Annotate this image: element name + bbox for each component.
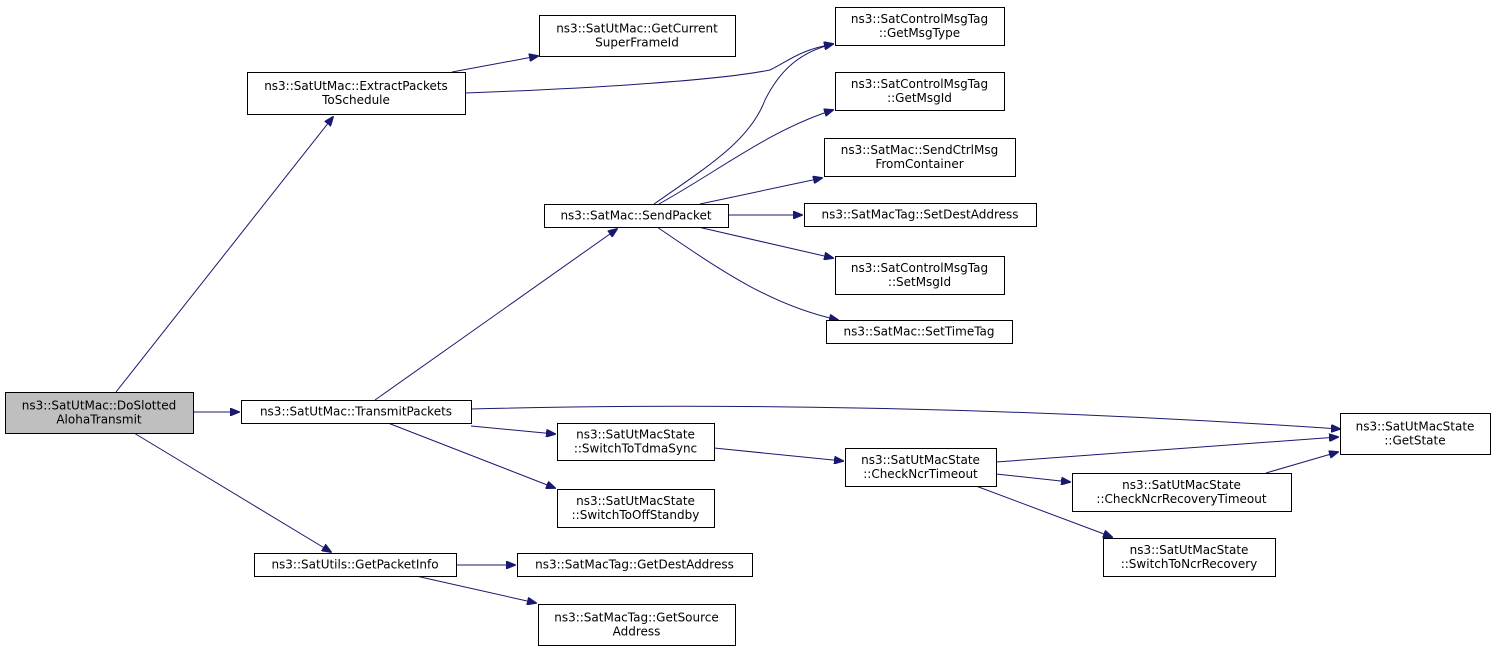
node-label-line: ns3::SatUtMacState: [1356, 420, 1475, 434]
node-label-line: ns3::SatUtMac::DoSlotted: [22, 399, 176, 413]
edge-transmit-to-switch_tdma: [470, 425, 555, 434]
node-label-line: ns3::SatUtils::GetPacketInfo: [271, 558, 438, 572]
node-label-line: ::SwitchToOffStandby: [572, 508, 700, 522]
node-label-line: ns3::SatUtMac::GetCurrent: [556, 22, 718, 36]
edge-get_packet_info-to-get_source: [415, 575, 536, 603]
node-get-state[interactable]: ns3::SatUtMacState::GetState: [1340, 413, 1491, 455]
edge-do_slotted-to-get_packet_info: [133, 432, 331, 552]
node-label-line: Address: [613, 625, 661, 639]
edges-layer: [115, 44, 1340, 603]
node-check-ncr[interactable]: ns3::SatUtMacState::CheckNcrTimeout: [845, 448, 997, 487]
node-label-line: ::GetMsgType: [879, 26, 960, 40]
node-switch-ncr-rec[interactable]: ns3::SatUtMacState::SwitchToNcrRecovery: [1103, 538, 1276, 577]
node-box: [544, 204, 729, 228]
node-box: [1072, 473, 1292, 512]
node-box: [254, 553, 457, 577]
node-switch-off[interactable]: ns3::SatUtMacState::SwitchToOffStandby: [557, 489, 715, 528]
edge-send_packet-to-get_msg_id: [658, 110, 833, 205]
node-box: [539, 15, 736, 57]
node-box: [845, 448, 997, 487]
node-label-line: ns3::SatControlMsgTag: [851, 12, 988, 26]
node-box: [1340, 413, 1491, 455]
node-box: [835, 7, 1005, 46]
node-label-line: ns3::SatMacTag::SetDestAddress: [821, 208, 1018, 222]
node-label-line: ns3::SatUtMacState: [1122, 478, 1241, 492]
node-label-line: ::CheckNcrTimeout: [863, 467, 978, 481]
node-get-msg-type[interactable]: ns3::SatControlMsgTag::GetMsgType: [835, 7, 1005, 46]
edge-do_slotted-to-extract: [115, 117, 333, 393]
edge-send_packet-to-send_ctrl: [699, 178, 822, 205]
node-box: [557, 489, 715, 528]
node-label-line: ns3::SatMacTag::GetDestAddress: [535, 558, 734, 572]
edge-check_ncr-to-switch_ncr_rec: [975, 485, 1112, 537]
node-label-line: ::CheckNcrRecoveryTimeout: [1096, 492, 1266, 506]
edge-send_packet-to-set_msg_id: [697, 226, 833, 258]
edge-extract-to-get_msg_type: [464, 44, 833, 94]
node-get-dest[interactable]: ns3::SatMacTag::GetDestAddress: [517, 553, 753, 577]
node-label-line: ns3::SatUtMacState: [576, 494, 695, 508]
node-set-dest[interactable]: ns3::SatMacTag::SetDestAddress: [804, 203, 1037, 227]
edge-check_ncr-to-check_ncr_rec: [995, 473, 1070, 482]
node-label-line: ::GetMsgId: [887, 91, 952, 105]
edge-transmit-to-get_state: [470, 405, 1340, 429]
node-label-line: ns3::SatControlMsgTag: [851, 77, 988, 91]
node-label-line: ns3::SatMac::SetTimeTag: [843, 325, 994, 339]
node-label-line: ns3::SatUtMac::TransmitPackets: [260, 405, 452, 419]
edge-send_packet-to-set_time_tag: [656, 226, 838, 320]
edge-switch_tdma-to-check_ncr: [713, 447, 843, 461]
node-label-line: ::SwitchToTdmaSync: [574, 442, 697, 456]
edge-send_packet-to-get_msg_type: [653, 44, 833, 205]
node-box: [247, 72, 466, 115]
node-check-ncr-rec[interactable]: ns3::SatUtMacState::CheckNcrRecoveryTime…: [1072, 473, 1292, 512]
node-label-line: ns3::SatMac::SendCtrlMsg: [841, 143, 998, 157]
node-send-packet[interactable]: ns3::SatMac::SendPacket: [544, 204, 729, 228]
node-box: [835, 72, 1005, 111]
node-box: [826, 320, 1013, 344]
node-box: [1103, 538, 1276, 577]
edge-transmit-to-send_packet: [374, 229, 617, 401]
node-label-line: ns3::SatMacTag::GetSource: [554, 611, 719, 625]
node-box: [5, 392, 194, 434]
node-box: [804, 203, 1037, 227]
node-box: [824, 138, 1016, 177]
node-set-msg-id[interactable]: ns3::SatControlMsgTag::SetMsgId: [835, 256, 1005, 295]
node-box: [538, 604, 736, 646]
edge-extract-to-get_current_sf: [451, 56, 538, 73]
node-label-line: ::SwitchToNcrRecovery: [1121, 557, 1258, 571]
node-label-line: AlohaTransmit: [56, 413, 142, 427]
node-label-line: ToSchedule: [321, 93, 390, 107]
node-label-line: ns3::SatControlMsgTag: [851, 261, 988, 275]
node-label-line: SuperFrameId: [595, 36, 679, 50]
nodes-layer: ns3::SatUtMac::DoSlottedAlohaTransmitns3…: [5, 7, 1491, 646]
node-box: [557, 423, 715, 461]
node-label-line: ::GetState: [1384, 434, 1445, 448]
node-label-line: ns3::SatUtMacState: [1130, 543, 1249, 557]
node-get-msg-id[interactable]: ns3::SatControlMsgTag::GetMsgId: [835, 72, 1005, 111]
node-box: [517, 553, 753, 577]
node-label-line: ns3::SatUtMac::ExtractPackets: [264, 79, 448, 93]
node-label-line: ns3::SatMac::SendPacket: [560, 209, 711, 223]
node-set-time-tag[interactable]: ns3::SatMac::SetTimeTag: [826, 320, 1013, 344]
edge-transmit-to-switch_off: [387, 422, 555, 488]
node-label-line: ns3::SatUtMacState: [861, 453, 980, 467]
edge-check_ncr-to-get_state: [995, 437, 1338, 463]
edge-check_ncr_rec-to-get_state: [1265, 452, 1338, 474]
node-label-line: ::SetMsgId: [888, 275, 951, 289]
node-transmit[interactable]: ns3::SatUtMac::TransmitPackets: [241, 400, 472, 424]
node-box: [835, 256, 1005, 295]
node-get-packet-info[interactable]: ns3::SatUtils::GetPacketInfo: [254, 553, 457, 577]
node-label-line: ns3::SatUtMacState: [576, 428, 695, 442]
node-switch-tdma[interactable]: ns3::SatUtMacState::SwitchToTdmaSync: [557, 423, 715, 461]
node-box: [241, 400, 472, 424]
node-label-line: FromContainer: [875, 157, 963, 171]
